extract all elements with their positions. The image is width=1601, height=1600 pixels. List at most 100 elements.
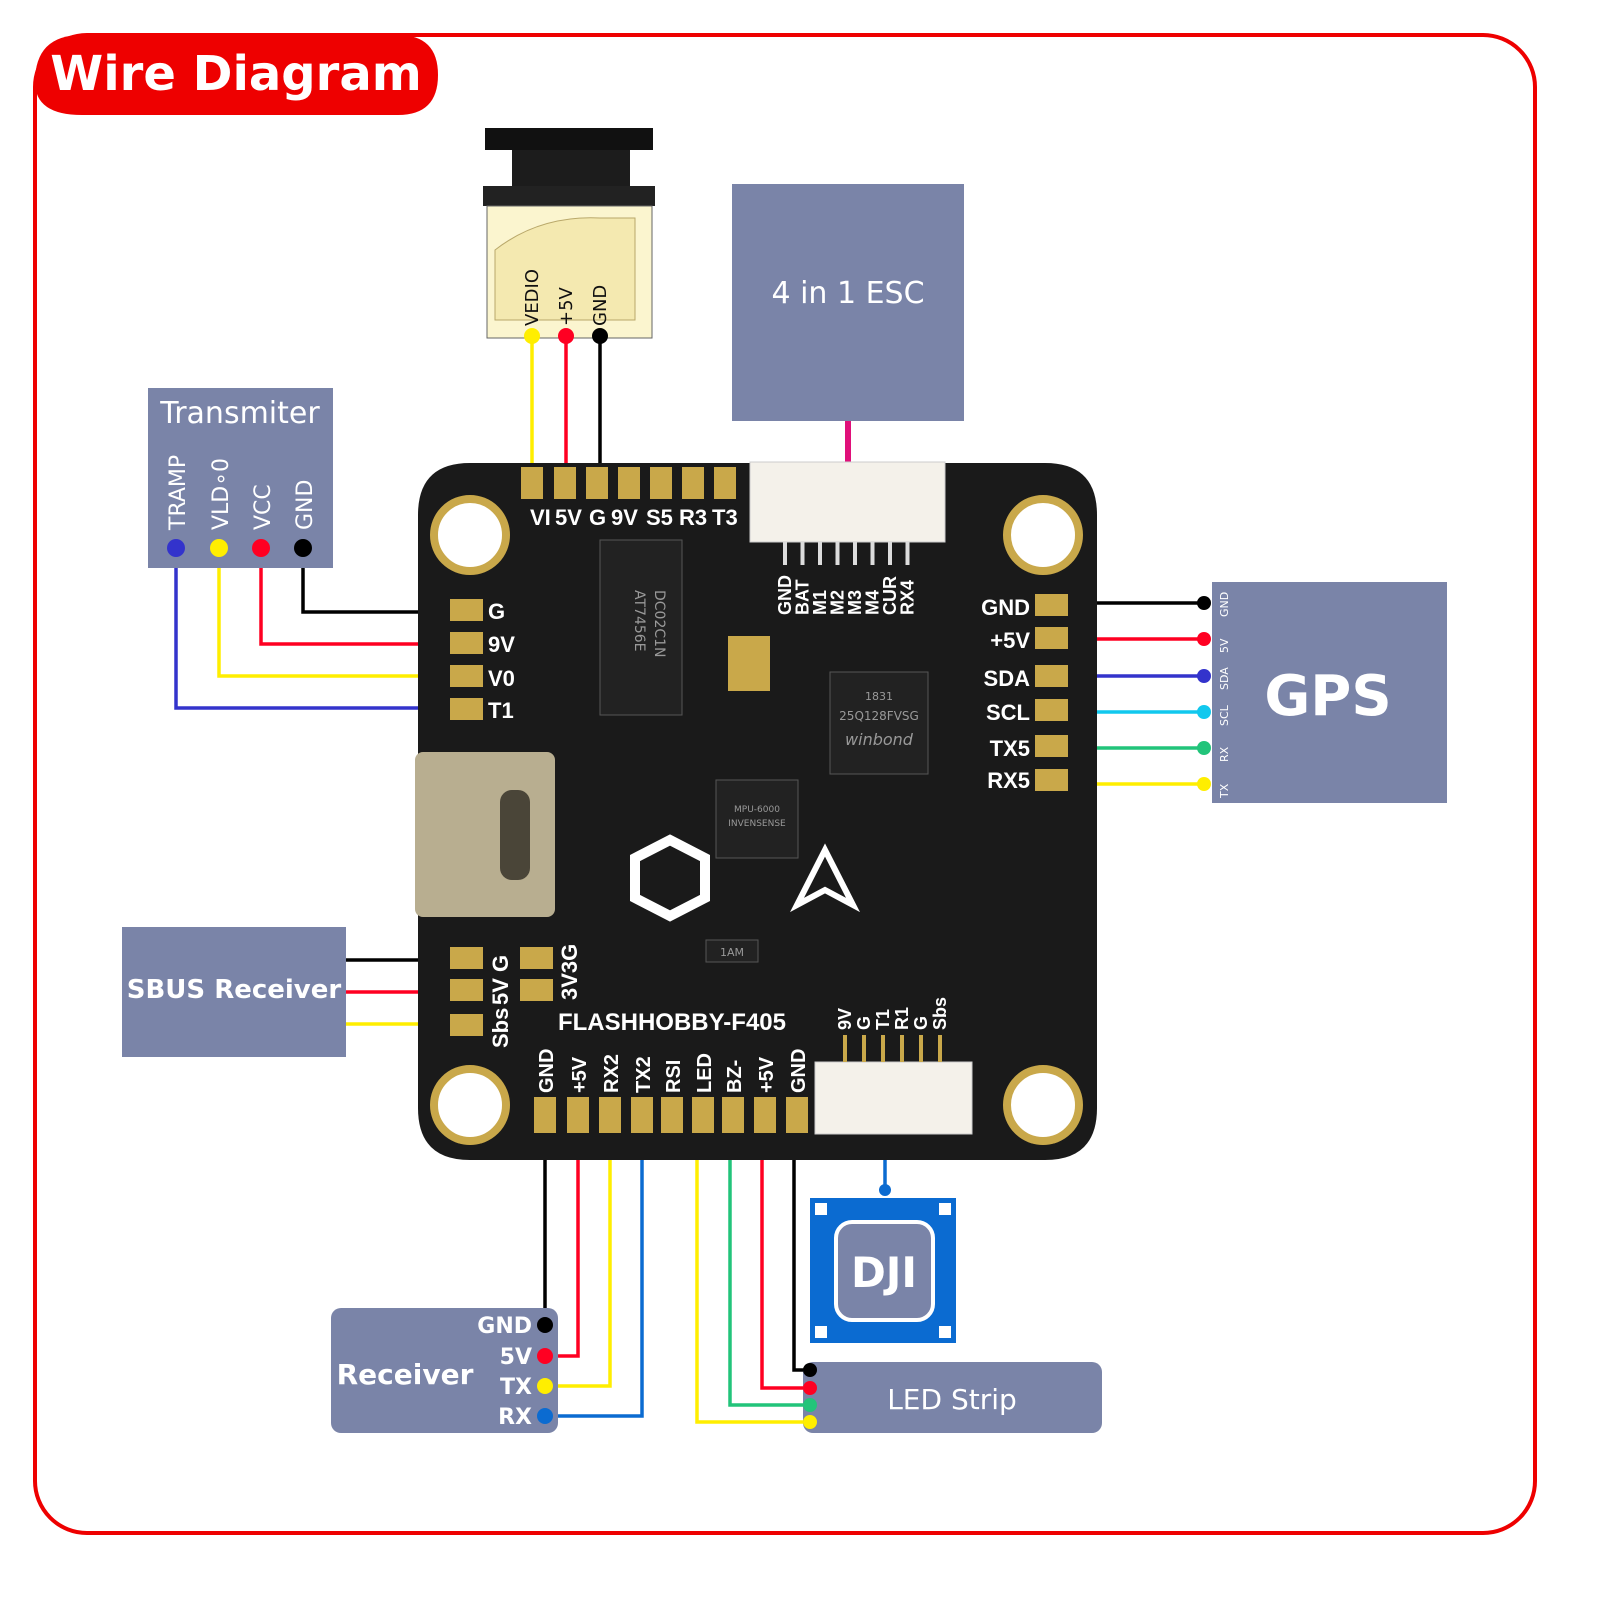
- solder-pad: [1035, 594, 1068, 616]
- solder-pad: [650, 467, 672, 499]
- solder-pad: [521, 467, 543, 499]
- solder-pad: [450, 665, 483, 687]
- solder-pad: [618, 467, 640, 499]
- transmitter-pin-label: VLD∘0: [209, 458, 234, 530]
- solder-pad: [586, 467, 608, 499]
- pad-label: Sbs: [488, 1008, 513, 1048]
- sbus-receiver-box: [122, 927, 346, 1057]
- solder-pad: [520, 947, 553, 969]
- gps-label: GPS: [1264, 664, 1391, 729]
- solder-pad: [450, 1014, 483, 1036]
- solder-pad: [1035, 735, 1068, 757]
- esc-pin-label: CUR: [880, 576, 900, 615]
- board-name: FLASHHOBBY-F405: [558, 1009, 786, 1036]
- title: Wire Diagram: [50, 46, 421, 102]
- pad-label: S5: [646, 505, 673, 530]
- pad-label: 5V: [555, 505, 582, 530]
- solder-pad: [692, 1097, 714, 1133]
- pad-label: 3V3G: [557, 944, 582, 1000]
- gps-pin-label: RX: [1218, 746, 1231, 762]
- dji-pin-label: Sbs: [930, 997, 950, 1030]
- transmitter-pin-label: VCC: [251, 484, 276, 530]
- solder-pad: [599, 1097, 621, 1133]
- pad-label: 9V: [488, 632, 515, 657]
- pad-label: RX5: [987, 768, 1030, 793]
- esc-pin-label: M2: [828, 590, 848, 615]
- transmitter-box: [148, 388, 333, 568]
- solder-pad: [631, 1097, 653, 1133]
- pad-label: T1: [488, 698, 514, 723]
- gps-pin-dot: [1197, 705, 1211, 719]
- pad-label: 5V: [488, 978, 513, 1005]
- solder-pad: [722, 1097, 744, 1133]
- solder-pad: [1035, 665, 1068, 687]
- chip-label: INVENSENSE: [728, 819, 786, 829]
- esc-pin-label: M4: [863, 590, 883, 615]
- esc-pin-label: GND: [775, 575, 795, 615]
- esc-box: [732, 184, 964, 421]
- pad-label: V0: [488, 666, 515, 691]
- dji-pin-label: G: [911, 1016, 931, 1030]
- gps-pin-label: TX: [1218, 783, 1231, 799]
- chip-label: 1831: [865, 690, 893, 703]
- solder-pad: [450, 979, 483, 1001]
- solder-pad: [450, 599, 483, 621]
- pad-label: G: [589, 505, 606, 530]
- flight-controller-board: AT7456E DC02C1N 1831 25Q128FVSG winbond …: [415, 461, 1097, 1160]
- esc-pin-label: RX4: [898, 580, 918, 615]
- pad-label: VI: [530, 505, 551, 530]
- dji-pin-label: T1: [873, 1009, 893, 1030]
- gps-pin-label: GND: [1218, 592, 1231, 617]
- pad-label: +5V: [569, 1056, 591, 1093]
- dji-pin-label: G: [854, 1016, 874, 1030]
- pad-label: RX2: [601, 1054, 623, 1093]
- solder-pad: [534, 1097, 556, 1133]
- gps-pin-label: 5V: [1218, 638, 1231, 653]
- gps-pin-dot: [1197, 741, 1211, 755]
- gps-pin-label: SDA: [1218, 667, 1231, 690]
- pad-label: RSI: [663, 1060, 685, 1093]
- receiver-pin-label: GND: [477, 1314, 532, 1339]
- gps-pin-dot: [1197, 596, 1211, 610]
- pad-label: G: [488, 955, 513, 972]
- pad-label: SCL: [986, 700, 1030, 725]
- receiver-pin-label: RX: [498, 1405, 532, 1430]
- transmitter-label: Transmiter: [159, 396, 320, 431]
- pad-label: +5V: [990, 628, 1030, 653]
- pad-label: +5V: [756, 1056, 778, 1093]
- transmitter-pin-label: TRAMP: [166, 455, 191, 531]
- solder-pad: [554, 467, 576, 499]
- solder-pad: [450, 698, 483, 720]
- chip-label: AT7456E: [631, 590, 647, 652]
- chip-label: DC02C1N: [651, 590, 667, 658]
- esc-pin-label: M1: [810, 590, 830, 615]
- pad-label: 9V: [611, 505, 638, 530]
- solder-pad: [1035, 699, 1068, 721]
- solder-pad: [1035, 769, 1068, 791]
- sbus-receiver-label: SBUS Receiver: [127, 975, 342, 1005]
- pad-label: T3: [712, 505, 738, 530]
- solder-pad: [661, 1097, 683, 1133]
- pad-label: TX2: [633, 1056, 655, 1093]
- receiver-box: [331, 1308, 558, 1433]
- pad-label: GND: [788, 1049, 810, 1093]
- esc-pin-label: M3: [845, 590, 865, 615]
- transmitter-pin-label: GND: [293, 480, 318, 530]
- led-strip-label: LED Strip: [887, 1383, 1017, 1416]
- camera-pin-label: GND: [590, 285, 611, 326]
- solder-pad: [450, 947, 483, 969]
- pad-label: GND: [536, 1049, 558, 1093]
- dji-pin-label: 9V: [835, 1008, 855, 1030]
- pad-label: BZ-: [724, 1060, 746, 1093]
- pad-label: R3: [679, 505, 707, 530]
- camera-pin-label: VEDIO: [522, 269, 543, 326]
- receiver-pin-label: 5V: [500, 1345, 532, 1370]
- solder-pad: [714, 467, 736, 499]
- esc-pin-label: BAT: [793, 579, 813, 615]
- gps-pin-dot: [1197, 632, 1211, 646]
- solder-pad: [754, 1097, 776, 1133]
- led-strip-box: [803, 1362, 1102, 1433]
- chip-label: 1AM: [720, 946, 744, 959]
- title-pill: [35, 35, 438, 115]
- gps-pin-label: SCL: [1218, 704, 1231, 726]
